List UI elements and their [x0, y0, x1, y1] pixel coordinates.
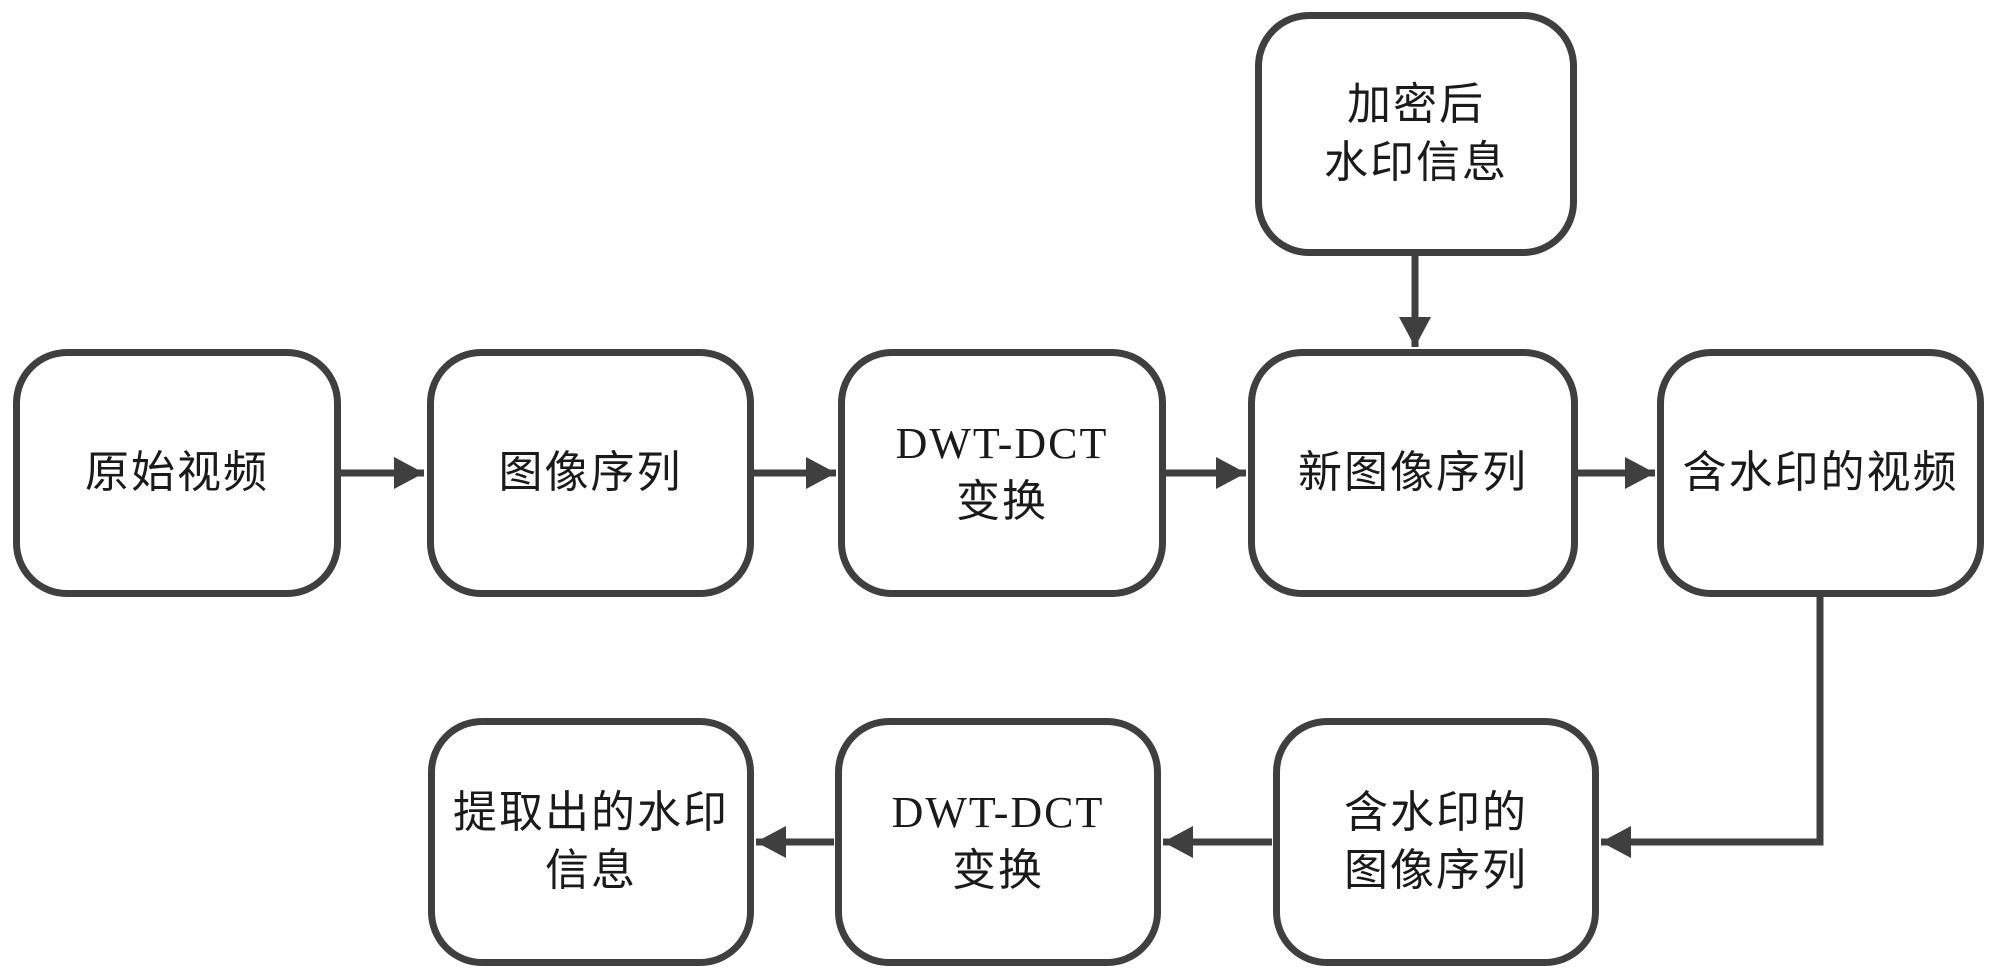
node-label: DWT-DCT: [895, 419, 1109, 468]
node-image-sequence: 图像序列: [427, 349, 754, 597]
node-watermarked-image-sequence: 含水印的 图像序列: [1273, 718, 1599, 966]
node-watermarked-video: 含水印的视频: [1657, 349, 1984, 597]
edge-watermarked-video-to-watermarked-image-sequence: [1601, 595, 1824, 858]
node-label: 提取出的水印: [453, 788, 729, 837]
node-new-image-sequence: 新图像序列: [1248, 349, 1578, 597]
node-label: 含水印的视频: [1682, 448, 1959, 497]
node-label: 图像序列: [498, 448, 683, 497]
node-label: 新图像序列: [1298, 448, 1528, 497]
node-encrypted-watermark: 加密后 水印信息: [1255, 12, 1577, 256]
node-original-video: 原始视频: [13, 349, 341, 597]
node-label: DWT-DCT: [891, 788, 1105, 837]
node-label: 变换: [956, 477, 1048, 526]
node-label: 图像序列: [1344, 846, 1528, 895]
node-label: 原始视频: [85, 448, 269, 497]
node-label: 加密后: [1347, 80, 1485, 129]
node-dwt-dct-transform-extract: DWT-DCT 变换: [835, 718, 1161, 966]
node-label: 信息: [545, 846, 637, 895]
node-label: 变换: [952, 846, 1044, 895]
node-label: 水印信息: [1324, 138, 1508, 187]
node-extracted-watermark: 提取出的水印 信息: [428, 718, 754, 966]
node-dwt-dct-transform-embed: DWT-DCT 变换: [838, 349, 1166, 597]
node-label: 含水印的: [1344, 788, 1528, 837]
